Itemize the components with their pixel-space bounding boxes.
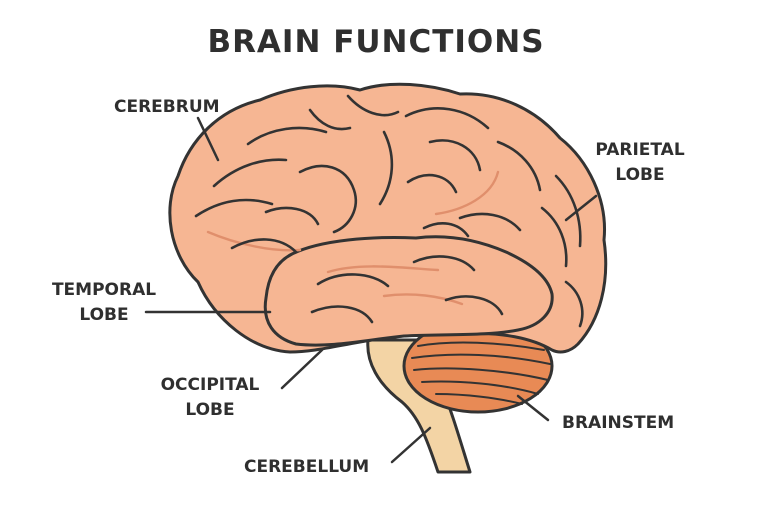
- label-temporal-line1: TEMPORAL: [52, 280, 156, 300]
- diagram-title: BRAIN FUNCTIONS: [207, 24, 544, 60]
- label-cerebrum: CEREBRUM: [114, 97, 220, 117]
- brainstem-leader: [516, 394, 550, 422]
- label-occipital-line1: OCCIPITAL: [161, 375, 260, 395]
- parietal-leader: [564, 194, 598, 222]
- cerebrum-leader: [196, 116, 220, 162]
- label-temporal-line2: LOBE: [79, 305, 128, 325]
- label-brainstem: BRAINSTEM: [562, 413, 674, 433]
- label-occipital-line2: LOBE: [185, 400, 234, 420]
- cerebellum-leader: [390, 426, 432, 464]
- occipital-leader: [280, 348, 324, 390]
- label-parietal-line2: LOBE: [615, 165, 664, 185]
- label-parietal-line1: PARIETAL: [595, 140, 685, 160]
- label-cerebellum: CEREBELLUM: [244, 457, 369, 477]
- temporal-lobe-shape: [263, 235, 554, 347]
